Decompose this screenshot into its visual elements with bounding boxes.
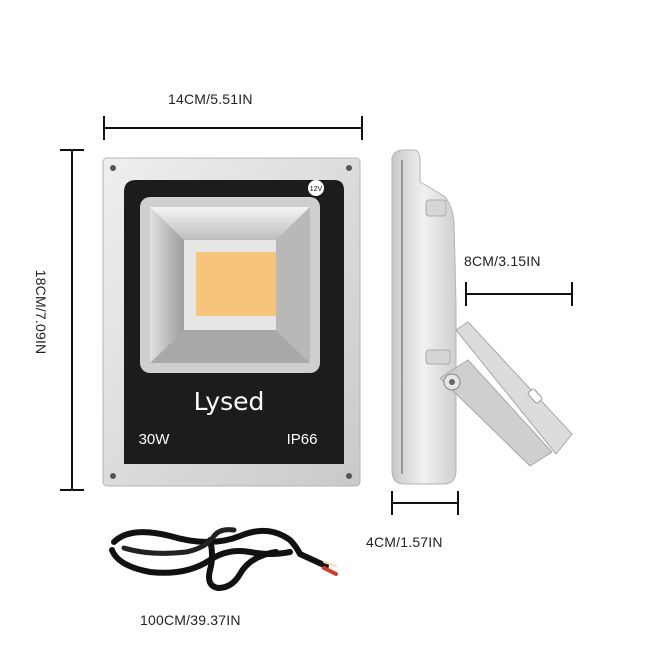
power-cable: [109, 527, 338, 592]
body-depth-label: 8CM/3.15IN: [464, 253, 541, 269]
screw-icon: [346, 165, 352, 171]
width-label: 14CM/5.51IN: [168, 91, 253, 107]
width-dimension-line: [103, 116, 363, 140]
voltage-badge-text: 12V: [310, 186, 323, 193]
height-label: 18CM/7.09IN: [33, 269, 49, 355]
cable-length-label: 100CM/39.37IN: [140, 612, 241, 628]
cable-red-wire: [322, 566, 338, 576]
brand-name: Lysed: [194, 387, 265, 416]
base-depth-label: 4CM/1.57IN: [366, 534, 443, 550]
ip-rating: IP66: [287, 431, 318, 448]
floodlight-front-view: 12V Lysed 30W IP66: [102, 157, 361, 487]
body-depth-dimension-line: [465, 282, 573, 306]
screw-icon: [110, 165, 116, 171]
power-rating: 30W: [139, 431, 171, 448]
screw-icon: [110, 473, 116, 479]
led-chip: [196, 252, 276, 316]
screw-icon: [346, 473, 352, 479]
voltage-badge-icon: [308, 180, 324, 196]
height-dimension-line: [60, 149, 84, 491]
base-depth-dimension-line: [391, 491, 459, 515]
floodlight-side-view: [391, 149, 573, 485]
